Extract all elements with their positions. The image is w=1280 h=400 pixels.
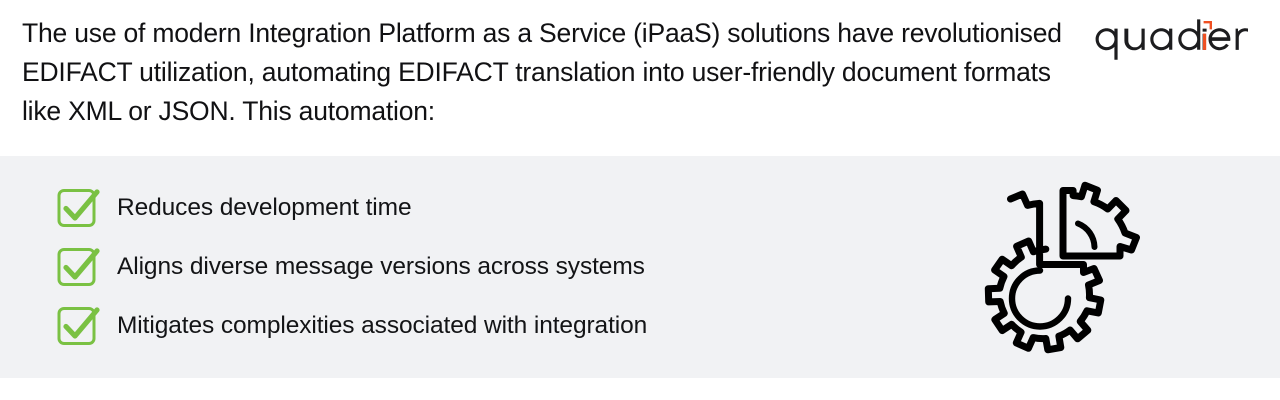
list-item: Aligns diverse message versions across s… xyxy=(56,245,647,289)
page-title: The use of modern Integration Platform a… xyxy=(22,18,1062,126)
list-item-label: Reduces development time xyxy=(117,194,412,221)
gear-with-detached-quadrant-icon xyxy=(968,170,1168,360)
list-item: Reduces development time xyxy=(56,186,647,230)
benefits-panel: Reduces development time Aligns diverse … xyxy=(0,156,1280,378)
header-section: The use of modern Integration Platform a… xyxy=(0,0,1280,156)
logo-i-stem xyxy=(1203,33,1207,50)
benefits-list: Reduces development time Aligns diverse … xyxy=(56,186,647,348)
list-item: Mitigates complexities associated with i… xyxy=(56,304,647,348)
checkbox-checked-icon xyxy=(56,304,100,348)
checkbox-checked-icon xyxy=(56,186,100,230)
logo-corner-bracket xyxy=(1203,21,1212,30)
quadient-logo xyxy=(1093,18,1248,62)
footer-strip xyxy=(0,378,1280,400)
checkbox-checked-icon xyxy=(56,245,100,289)
list-item-label: Aligns diverse message versions across s… xyxy=(117,253,645,280)
list-item-label: Mitigates complexities associated with i… xyxy=(117,312,648,339)
